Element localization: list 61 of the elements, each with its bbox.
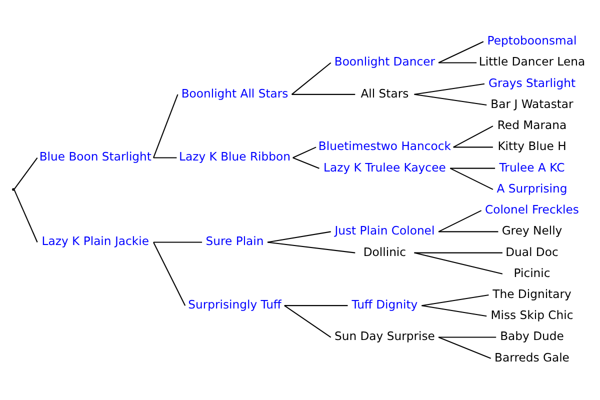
- connector: [450, 168, 496, 169]
- connector: [14, 157, 38, 190]
- connector: [152, 242, 186, 306]
- connector: [267, 231, 331, 243]
- node-text: All Stars: [360, 86, 409, 100]
- node-text: Tuff Dignity: [352, 298, 418, 312]
- node-text: Sun Day Surprise: [334, 329, 435, 344]
- node-text: Lazy K Blue Ribbon: [179, 150, 290, 164]
- node-text: Colonel Freckles: [485, 202, 579, 217]
- node-text: Little Dancer Lena: [478, 54, 586, 69]
- node-text: Boonlight All Stars: [181, 86, 288, 100]
- connector: [414, 94, 487, 106]
- connector: [292, 94, 356, 95]
- node-text: Miss Skip Chic: [490, 308, 574, 322]
- node-text: Lazy K Trulee Kaycee: [324, 160, 446, 174]
- node-text: Sure Plain: [206, 234, 264, 248]
- connector: [284, 305, 332, 338]
- node-text: Grays Starlight: [488, 76, 576, 90]
- node-text: Bar J Watastar: [490, 96, 574, 111]
- connector: [414, 83, 485, 95]
- connector: [153, 157, 177, 158]
- connector: [414, 252, 503, 274]
- connector: [284, 305, 348, 306]
- node-text: Baby Dude: [500, 329, 564, 344]
- node-text: Red Marana: [497, 118, 567, 132]
- connector: [453, 126, 494, 148]
- connector: [292, 146, 316, 158]
- connector: [152, 94, 178, 158]
- node-text: Dollinic: [363, 244, 406, 259]
- node-text: Trulee A KC: [499, 160, 565, 174]
- connector: [422, 305, 487, 317]
- node-point: [12, 188, 15, 191]
- node-text: Surprisingly Tuff: [188, 298, 282, 312]
- node-text: Just Plain Colonel: [334, 224, 435, 238]
- connector: [267, 242, 356, 254]
- node-text: Grey Nelly: [502, 224, 562, 238]
- node-text: Blue Boon Starlight: [39, 150, 152, 164]
- connector: [438, 62, 477, 64]
- connector: [291, 62, 332, 95]
- connector: [438, 231, 498, 232]
- node-text: Picinic: [514, 266, 550, 280]
- node-text: The Dignitary: [492, 286, 572, 301]
- node-text: Lazy K Plain Jackie: [42, 234, 149, 248]
- connector: [438, 41, 484, 64]
- connector: [414, 252, 502, 254]
- connector: [153, 242, 202, 243]
- connector: [438, 210, 482, 232]
- connector: [438, 336, 496, 338]
- connector: [422, 294, 489, 306]
- node-text: Bluetimestwo Hancock: [318, 139, 452, 154]
- node-text: Kitty Blue H: [498, 139, 566, 154]
- connector: [292, 157, 320, 169]
- node-text: Dual Doc: [506, 244, 558, 259]
- connector: [450, 168, 494, 190]
- connector: [14, 189, 38, 242]
- node-text: A Surprising: [496, 181, 568, 196]
- connector: [438, 336, 492, 359]
- node-text: Boonlight Dancer: [334, 54, 436, 69]
- node-text: Barreds Gale: [494, 350, 570, 364]
- node-text: Peptoboonsmal: [487, 34, 577, 48]
- connector: [453, 146, 493, 148]
